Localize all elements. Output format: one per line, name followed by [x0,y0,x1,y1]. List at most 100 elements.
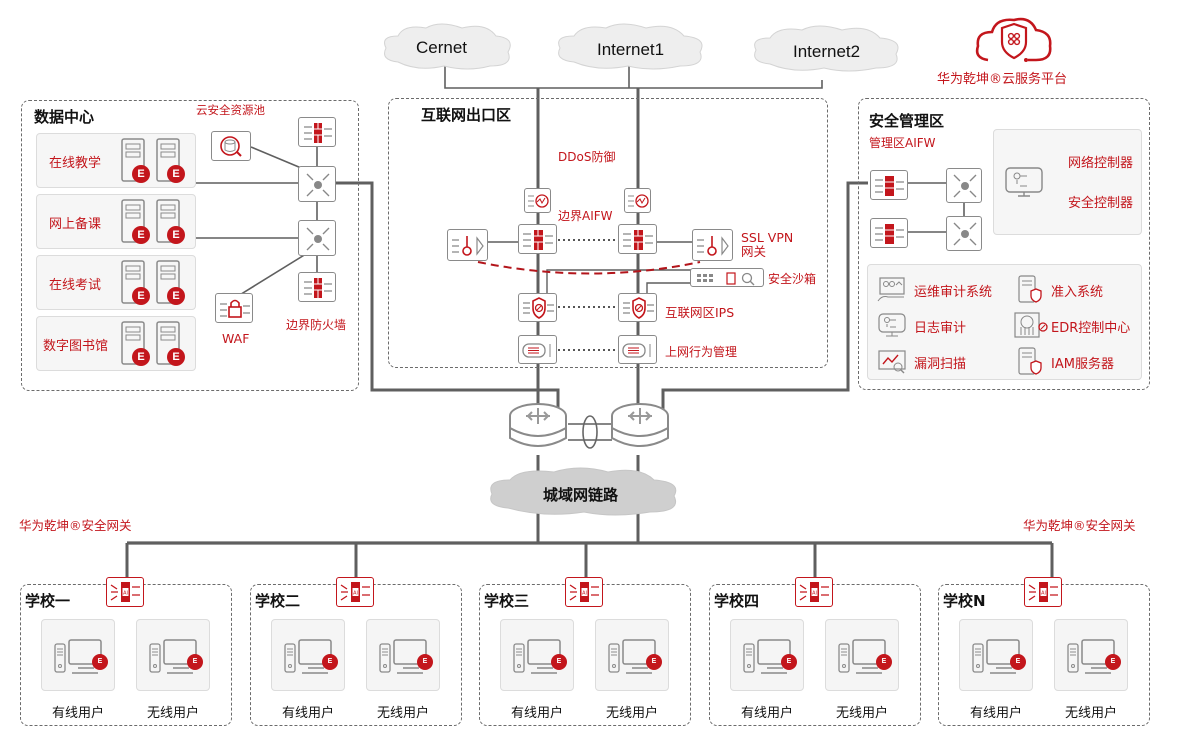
ips-shield-icon [523,297,554,319]
user-type-label: 无线用户 [605,706,658,721]
service-panel-digital-library[interactable]: 数字图书馆 [36,316,196,371]
switch-icon [953,222,977,246]
user-type-label: 无线用户 [1064,706,1117,721]
wired-user-panel[interactable]: E [41,619,115,691]
wireless-user-panel[interactable]: E [366,619,440,691]
wired-user-panel[interactable]: E [959,619,1033,691]
ssl-vpn-left[interactable] [447,229,488,261]
ddos-device-right[interactable] [624,188,651,213]
desktop-pc-icon [54,639,102,674]
border-firewall-label: 边界防火墙 [286,318,347,332]
desktop-pc-icon [838,639,886,674]
wireless-user-panel[interactable]: E [595,619,669,691]
mgmt-switch-2[interactable] [946,216,982,251]
service-label: 在线考试 [49,278,102,293]
switch-icon [306,173,330,197]
school-security-gateway[interactable]: AI [565,577,603,607]
ai-firewall-icon: AI [799,582,829,602]
wired-user-panel[interactable]: E [500,619,574,691]
school-security-gateway[interactable]: AI [1024,577,1062,607]
desktop-pc-icon [284,639,332,674]
core-router-left-icon[interactable] [506,402,570,458]
border-aifw-left[interactable] [518,224,557,254]
dc-core-switch-2[interactable] [298,220,336,256]
cloud-internet1-icon [558,23,703,70]
cloud-label-internet1: Internet1 [597,40,665,59]
sandbox-device[interactable] [690,268,764,287]
svg-text:AI: AI [1041,591,1046,597]
ddos-icon [628,194,649,208]
school-name: 学校二 [255,592,301,610]
wireless-user-panel[interactable]: E [1054,619,1128,691]
mgmt-system-label: IAM服务器 [1051,357,1114,372]
mgmt-aifw-2[interactable] [870,218,908,248]
endpoint-badge-icon: E [92,654,108,670]
ips-left[interactable] [518,293,557,322]
zone-data-center [21,100,359,391]
ssl-vpn-label-line1: SSL VPN [741,230,794,245]
metro-link-label: 城域网链路 [543,486,619,504]
school-security-gateway[interactable]: AI [106,577,144,607]
ssl-vpn-label-line2: 网关 [741,244,767,259]
ddos-device-left[interactable] [524,188,551,213]
service-panel-lesson-prep[interactable]: 网上备课 [36,194,196,249]
behavior-mgmt-left[interactable] [518,335,557,364]
wireless-user-panel[interactable]: E [136,619,210,691]
wired-user-panel[interactable]: E [271,619,345,691]
cloud-internet2-icon [754,25,899,72]
access-server-icon [1013,275,1047,307]
desktop-pc-icon [608,639,656,674]
controller-panel[interactable]: 网络控制器 安全控制器 [993,129,1142,235]
school-security-gateway[interactable]: AI [795,577,833,607]
behavior-mgmt-right[interactable] [618,335,657,364]
wired-user-panel[interactable]: E [730,619,804,691]
dc-firewall-top[interactable] [298,117,336,147]
security-controller-label: 安全控制器 [1067,196,1133,211]
waf-device[interactable] [215,293,253,323]
endpoint-badge-icon: E [417,654,433,670]
endpoint-badge-icon: E [132,287,150,305]
ops-audit-icon [876,275,910,307]
endpoint-badge-icon: E [876,654,892,670]
svg-text:AI: AI [582,591,587,597]
firewall-icon [875,176,904,196]
stack-link-icon [582,415,598,449]
ips-shield-icon [623,297,654,319]
endpoint-badge-icon: E [1010,654,1026,670]
cloud-pool-device[interactable] [211,131,251,161]
endpoint-badge-icon: E [132,348,150,366]
switch-icon [953,174,977,198]
cloud-cernet-icon [384,23,511,70]
server-icon: E [120,320,152,368]
endpoint-badge-icon: E [167,348,185,366]
zone-security-mgmt [858,98,1150,390]
wireless-user-panel[interactable]: E [825,619,899,691]
desktop-pc-icon [149,639,197,674]
iam-server-icon [1013,347,1047,379]
core-router-right-icon[interactable] [608,402,672,458]
data-center-title: 数据中心 [34,108,95,126]
controller-monitor-icon [1005,167,1043,197]
cloud-platform-label: 华为乾坤®云服务平台 [937,72,1068,87]
log-audit-icon [876,311,910,343]
mgmt-system-label: 运维审计系统 [914,285,993,300]
vpn-key-icon [697,236,729,256]
firewall-icon [304,123,332,143]
school-security-gateway[interactable]: AI [336,577,374,607]
border-aifw-right[interactable] [618,224,657,254]
server-icon: E [120,137,152,185]
school-name: 学校四 [714,592,760,610]
mgmt-switch-1[interactable] [946,168,982,203]
dc-core-switch-1[interactable] [298,166,336,202]
ssl-vpn-right[interactable] [692,229,733,261]
endpoint-badge-icon: E [322,654,338,670]
school-name: 学校一 [25,592,71,610]
cloud-pool-label: 云安全资源池 [196,103,265,117]
sandbox-label: 安全沙箱 [768,272,817,286]
dc-firewall-bottom[interactable] [298,272,336,302]
user-type-label: 有线用户 [281,706,334,721]
cloud-label-cernet: Cernet [416,38,468,57]
mgmt-aifw-1[interactable] [870,170,908,200]
ips-right[interactable] [618,293,657,322]
